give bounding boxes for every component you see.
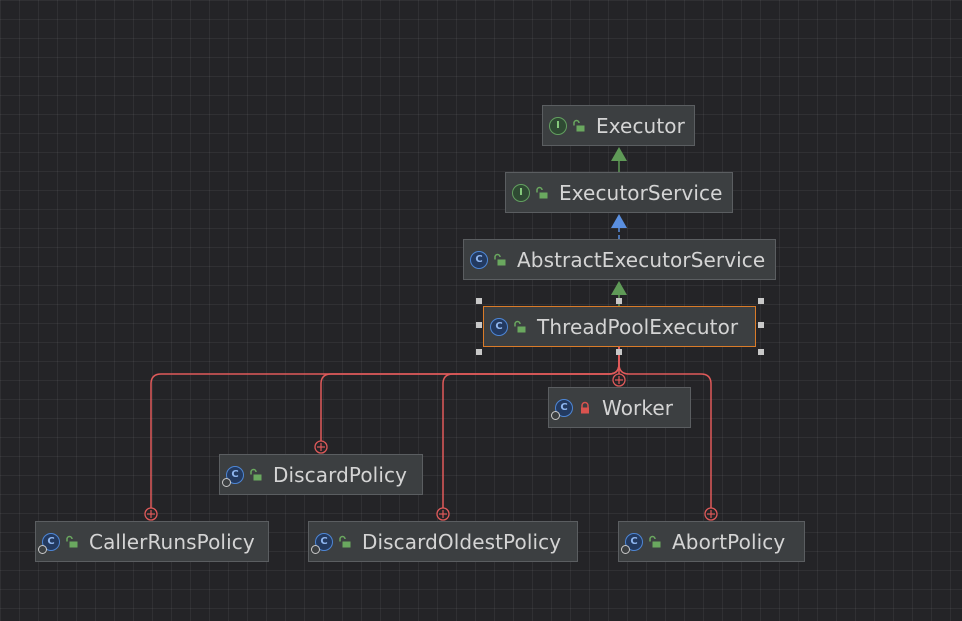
node-thread-pool-executor[interactable]: C ThreadPoolExecutor [483, 306, 756, 347]
node-label: DiscardOldestPolicy [362, 529, 562, 554]
unlocked-padlock-icon [66, 535, 78, 547]
selection-handle-bottom-middle[interactable] [616, 349, 622, 355]
arrowhead-extends [611, 281, 627, 295]
selection-handle-middle-left[interactable] [476, 322, 482, 328]
interface-icon: I [512, 183, 530, 202]
static-class-icon: C [222, 465, 244, 487]
node-discard-oldest-policy[interactable]: C DiscardOldestPolicy [308, 521, 578, 562]
unlocked-padlock-icon [536, 186, 548, 198]
selection-handle-bottom-left[interactable] [476, 349, 482, 355]
selection-handle-top-left[interactable] [476, 298, 482, 304]
static-marker [38, 544, 47, 554]
selection-handle-top-middle[interactable] [616, 298, 622, 304]
interface-icon: I [549, 116, 567, 135]
unlocked-padlock-icon [339, 535, 351, 547]
node-abort-policy[interactable]: C AbortPolicy [618, 521, 805, 562]
node-label: CallerRunsPolicy [89, 529, 255, 554]
node-label: AbstractExecutorService [517, 247, 766, 272]
node-label: ThreadPoolExecutor [537, 314, 739, 339]
edge-inner-class [442, 347, 620, 514]
node-executor[interactable]: I Executor [542, 105, 695, 146]
node-label: AbortPolicy [672, 529, 786, 554]
node-worker[interactable]: C Worker [548, 387, 691, 428]
node-abstract-executor-service[interactable]: C AbstractExecutorService [463, 239, 776, 280]
arrowhead-extends [611, 147, 627, 161]
unlocked-padlock-icon [494, 253, 506, 265]
static-marker [311, 544, 320, 554]
unlocked-padlock-icon [514, 320, 526, 332]
static-class-icon: C [311, 532, 333, 554]
static-class-icon: C [621, 532, 643, 554]
node-caller-runs-policy[interactable]: C CallerRunsPolicy [35, 521, 269, 562]
static-marker [621, 544, 630, 554]
node-label: ExecutorService [559, 180, 723, 205]
unlocked-padlock-icon [250, 468, 262, 480]
node-discard-policy[interactable]: C DiscardPolicy [219, 454, 423, 495]
private-padlock-icon [581, 401, 589, 413]
arrowhead-implements [611, 214, 627, 228]
edge-inner-class [618, 347, 712, 514]
selection-handle-bottom-right[interactable] [758, 349, 764, 355]
abstract-class-icon: C [470, 250, 488, 269]
static-marker [222, 477, 231, 487]
unlocked-padlock-icon [649, 535, 661, 547]
class-icon: C [551, 398, 573, 420]
node-label: Worker [602, 395, 674, 420]
selection-handle-top-right[interactable] [758, 298, 764, 304]
node-label: DiscardPolicy [273, 462, 408, 487]
node-executor-service[interactable]: I ExecutorService [505, 172, 733, 213]
inner-class-marker [551, 410, 560, 420]
class-icon: C [490, 317, 508, 336]
selection-handle-middle-right[interactable] [758, 322, 764, 328]
static-class-icon: C [38, 532, 60, 554]
node-label: Executor [596, 113, 685, 138]
unlocked-padlock-icon [573, 119, 585, 131]
